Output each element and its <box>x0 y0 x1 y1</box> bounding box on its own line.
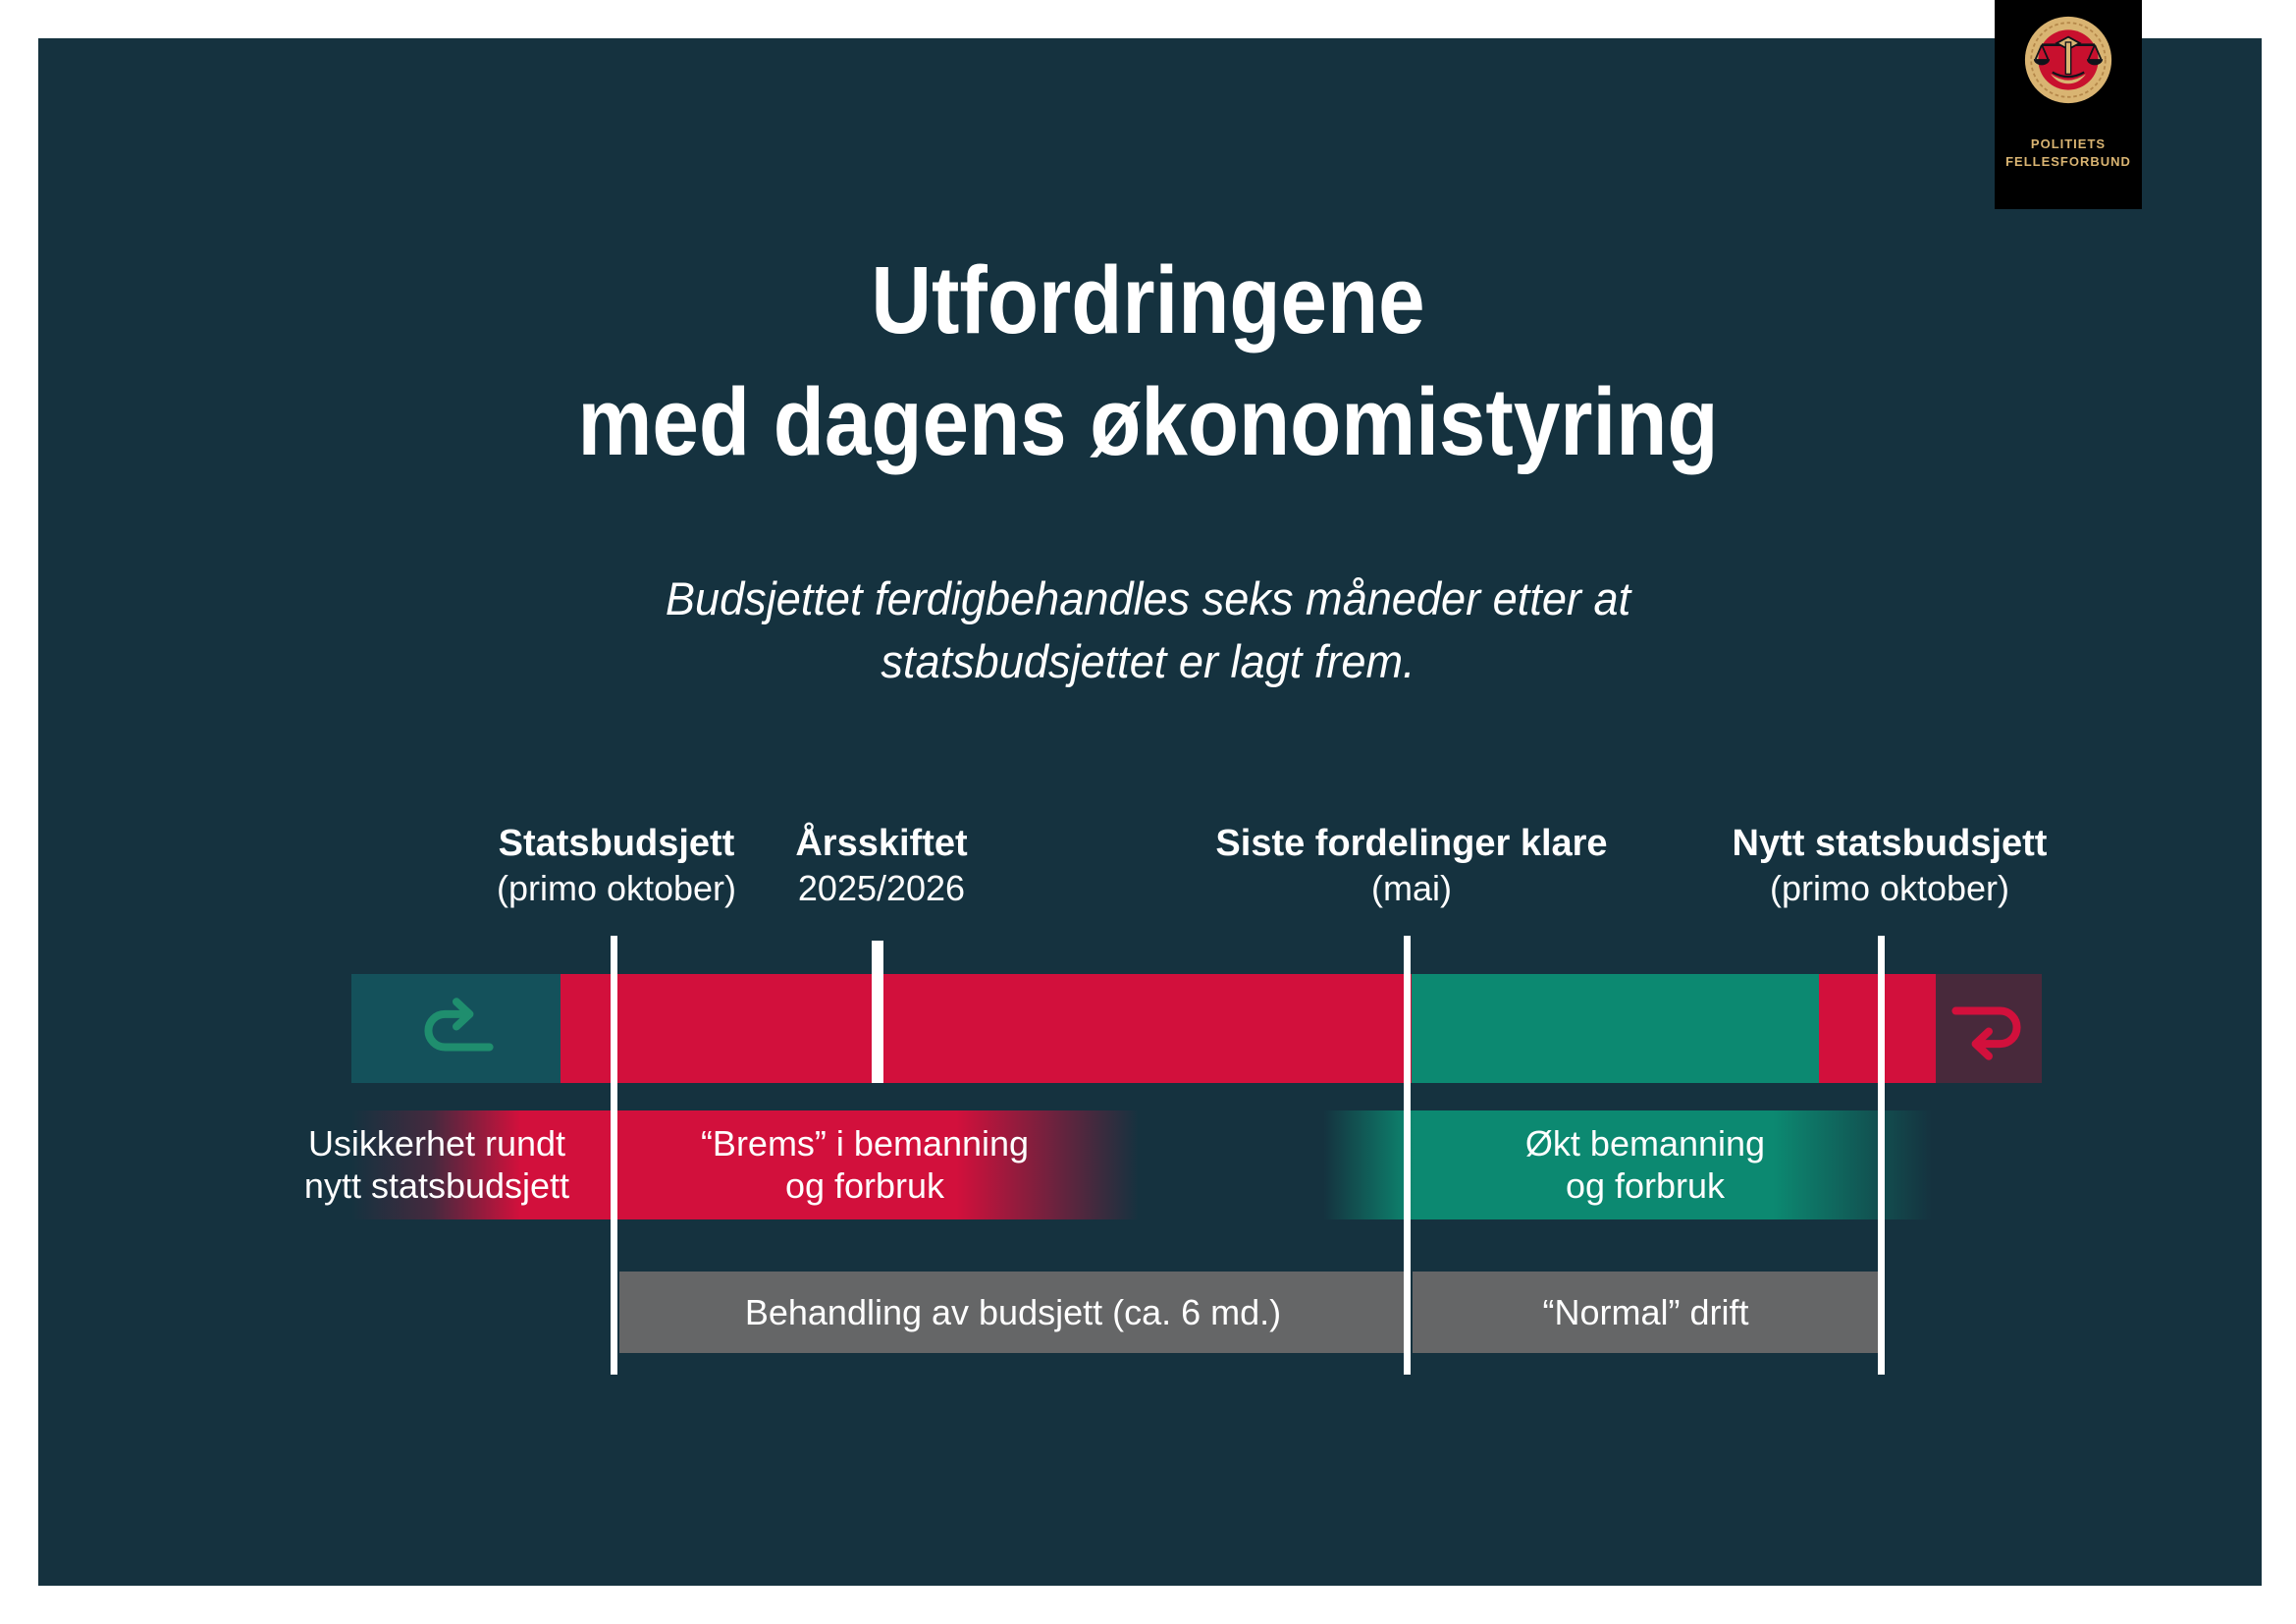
band-label-growth: Økt bemanning og forbruk <box>1419 1122 1871 1207</box>
page-subtitle: Budsjettet ferdigbehandles seks måneder … <box>46 568 2250 693</box>
milestone-sublabel: 2025/2026 <box>797 868 966 908</box>
tick-nytt-statsbudsjett <box>1878 936 1885 1375</box>
logo-text: POLITIETS FELLESFORBUND <box>2005 135 2131 171</box>
process-bar-normal-operation: “Normal” drift <box>1413 1272 1879 1353</box>
band-growth <box>1323 1110 1932 1219</box>
logo-box: POLITIETS FELLESFORBUND <box>1995 0 2142 209</box>
milestone-label: Nytt statsbudsjett <box>1732 823 2048 864</box>
tick-statsbudsjett <box>611 936 617 1375</box>
page-subtitle-line1: Budsjettet ferdigbehandles seks måneder … <box>665 572 1631 624</box>
timeline-segment-new-budget <box>1819 974 1936 1083</box>
band-label-uncertainty: Usikkerhet rundt nytt statsbudsjett <box>211 1122 663 1207</box>
logo-text-line2: FELLESFORBUND <box>2005 154 2131 169</box>
milestone-statsbudsjett: Statsbudsjett (primo oktober) <box>400 821 832 911</box>
milestone-sublabel: (primo oktober) <box>1769 868 2010 908</box>
tick-siste-fordelinger <box>1404 936 1411 1375</box>
band-label-brake: “Brems” i bemanning og forbruk <box>639 1122 1091 1207</box>
process-bar-label: “Normal” drift <box>1542 1291 1749 1332</box>
milestone-aarsskiftet: Årsskiftet 2025/2026 <box>666 821 1097 911</box>
u-turn-left-arrow-icon <box>1951 1006 2021 1060</box>
band-uncertainty <box>351 1110 619 1219</box>
band-label-line2: nytt statsbudsjett <box>303 1165 570 1206</box>
band-label-line1: Usikkerhet rundt <box>307 1123 566 1164</box>
timeline-segment-freeze <box>561 974 1412 1083</box>
timeline-segment-normal-drift <box>1412 974 1819 1083</box>
milestone-label: Årsskiftet <box>795 823 968 864</box>
band-label-line2: og forbruk <box>1565 1165 1726 1206</box>
milestone-sublabel: (primo oktober) <box>496 868 737 908</box>
milestone-sublabel: (mai) <box>1371 868 1452 908</box>
milestone-siste-fordelinger: Siste fordelinger klare (mai) <box>1196 821 1628 911</box>
band-label-line2: og forbruk <box>784 1165 945 1206</box>
scales-of-justice-icon <box>2024 16 2112 104</box>
tick-aarsskiftet <box>872 941 883 1083</box>
timeline-segment-carryover-out <box>1936 974 2042 1083</box>
process-bar-label: Behandling av budsjett (ca. 6 md.) <box>744 1291 1282 1332</box>
logo-text-line1: POLITIETS <box>2030 136 2107 151</box>
process-bar-budget-processing: Behandling av budsjett (ca. 6 md.) <box>619 1272 1407 1353</box>
band-brake <box>619 1110 1139 1219</box>
page-subtitle-line2: statsbudsjettet er lagt frem. <box>881 635 1415 687</box>
page-title-line1: Utfordringene <box>871 246 1425 353</box>
band-label-line1: “Brems” i bemanning <box>700 1123 1030 1164</box>
page-title: Utfordringene med dagens økonomistyring <box>137 240 2158 483</box>
u-turn-right-arrow-icon <box>423 997 494 1051</box>
milestone-nytt-statsbudsjett: Nytt statsbudsjett (primo oktober) <box>1674 821 2106 911</box>
timeline-segment-carryover-in <box>351 974 561 1083</box>
milestone-label: Siste fordelinger klare <box>1215 823 1608 864</box>
band-label-line1: Økt bemanning <box>1524 1123 1766 1164</box>
milestone-label: Statsbudsjett <box>498 823 735 864</box>
page-title-line2: med dagens økonomistyring <box>577 368 1719 475</box>
